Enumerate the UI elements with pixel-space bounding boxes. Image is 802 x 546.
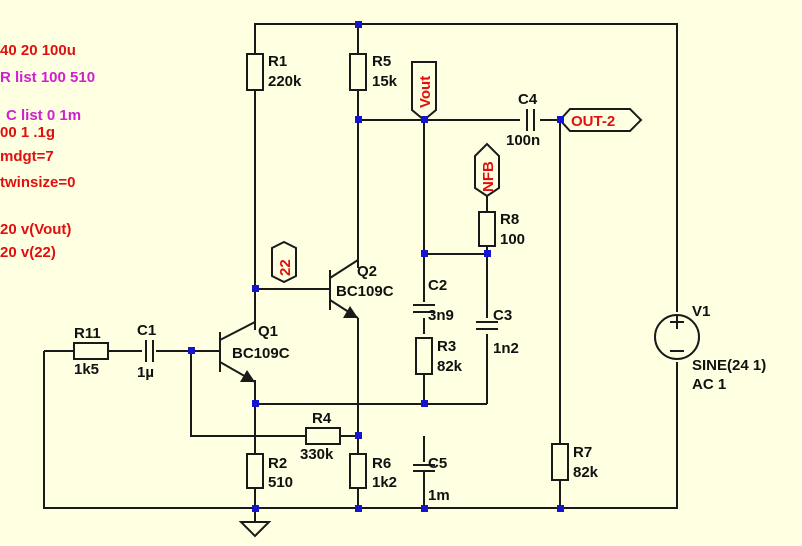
- r1-value: 220k: [268, 73, 302, 90]
- c2-name: C2: [428, 277, 447, 294]
- c4-name: C4: [518, 91, 538, 108]
- r7-name: R7: [573, 444, 592, 461]
- q2-name: Q2: [357, 263, 377, 280]
- c1-name: C1: [137, 322, 156, 339]
- r6-name: R6: [372, 455, 391, 472]
- resistor-r7[interactable]: R7 82k: [551, 443, 599, 481]
- q1-model: BC109C: [232, 345, 290, 362]
- resistor-r6[interactable]: R6 1k2: [349, 453, 397, 491]
- c5-value: 1m: [428, 487, 450, 504]
- directive-step-c[interactable]: C list 0 1m: [6, 107, 81, 124]
- v1-ac: AC 1: [692, 376, 726, 393]
- capacitor-c1[interactable]: C1 1µ: [137, 322, 156, 381]
- junction: [355, 432, 362, 439]
- r4-value: 330k: [300, 446, 334, 463]
- r8-name: R8: [500, 211, 519, 228]
- c3-value: 1n2: [493, 340, 519, 357]
- resistor-r2[interactable]: R2 510: [246, 453, 293, 491]
- r5-name: R5: [372, 53, 391, 70]
- vout-label-text: Vout: [417, 76, 434, 108]
- q1-name: Q1: [258, 323, 278, 340]
- ground-icon[interactable]: [238, 521, 272, 538]
- net-label-nfb[interactable]: NFB: [474, 142, 500, 198]
- transistor-q2[interactable]: Q2 BC109C: [329, 259, 394, 319]
- r5-value: 15k: [372, 73, 398, 90]
- directive-four-vout[interactable]: 20 v(Vout): [0, 221, 71, 238]
- resistor-r5[interactable]: R5 15k: [349, 53, 398, 91]
- out2-label-text: OUT-2: [571, 113, 615, 130]
- transistor-q1[interactable]: Q1 BC109C: [219, 321, 290, 383]
- directive-tran[interactable]: 40 20 100u: [0, 42, 76, 59]
- r8-value: 100: [500, 231, 525, 248]
- directive-step-r[interactable]: R list 100 510: [0, 69, 95, 86]
- v1-value: SINE(24 1): [692, 357, 766, 374]
- spice-directives: 40 20 100u R list 100 510 C list 0 1m 00…: [0, 42, 95, 261]
- r2-value: 510: [268, 474, 293, 491]
- net-label-vout[interactable]: Vout: [411, 61, 437, 122]
- resistor-r3[interactable]: R3 82k: [415, 337, 463, 375]
- capacitor-c2[interactable]: C2 3n9: [413, 277, 454, 324]
- junction: [421, 505, 428, 512]
- c2-value: 3n9: [428, 307, 454, 324]
- junction: [484, 250, 491, 257]
- r2-name: R2: [268, 455, 287, 472]
- q1-emitter-arrow-icon: [240, 370, 255, 382]
- junction: [188, 347, 195, 354]
- c1-value: 1µ: [137, 364, 154, 381]
- q2-model: BC109C: [336, 283, 394, 300]
- junction-nodes: [188, 21, 564, 512]
- r7-value: 82k: [573, 464, 599, 481]
- r3-value: 82k: [437, 358, 463, 375]
- wire-top-rail: [254, 23, 678, 312]
- r4-name: R4: [312, 410, 332, 427]
- directive-four-22[interactable]: 20 v(22): [0, 244, 56, 261]
- resistor-r4[interactable]: R4 330k: [300, 410, 341, 463]
- junction: [355, 505, 362, 512]
- junction: [421, 116, 428, 123]
- junction: [252, 505, 259, 512]
- r11-name: R11: [74, 325, 101, 342]
- junction: [252, 400, 259, 407]
- n22-label-text: 22: [277, 259, 294, 276]
- c5-name: C5: [428, 455, 447, 472]
- voltage-source-v1[interactable]: V1 SINE(24 1) AC 1: [654, 303, 766, 393]
- q2-emitter-arrow-icon: [343, 306, 358, 318]
- wire-r4-left: [190, 351, 306, 437]
- r1-name: R1: [268, 53, 287, 70]
- r3-name: R3: [437, 338, 456, 355]
- capacitor-c4[interactable]: C4 100n: [506, 91, 540, 149]
- v1-name: V1: [692, 303, 710, 320]
- nfb-label-text: NFB: [480, 161, 497, 192]
- capacitor-c5[interactable]: C5 1m: [413, 455, 450, 504]
- junction: [557, 116, 564, 123]
- resistor-r1[interactable]: R1 220k: [246, 53, 302, 91]
- resistor-r11[interactable]: R11 1k5: [73, 325, 109, 378]
- junction: [355, 21, 362, 28]
- resistor-r8[interactable]: R8 100: [478, 211, 525, 248]
- r6-value: 1k2: [372, 474, 397, 491]
- c4-value: 100n: [506, 132, 540, 149]
- junction: [421, 250, 428, 257]
- capacitor-c3[interactable]: C3 1n2: [476, 307, 519, 357]
- directive-ac[interactable]: 00 1 .1g: [0, 124, 55, 141]
- net-label-out2[interactable]: OUT-2: [558, 108, 643, 132]
- r11-value: 1k5: [74, 361, 99, 378]
- junction: [421, 400, 428, 407]
- junction: [252, 285, 259, 292]
- c3-name: C3: [493, 307, 512, 324]
- directive-numdgt[interactable]: mdgt=7: [0, 148, 54, 165]
- junction: [355, 116, 362, 123]
- directive-plotwinsize[interactable]: twinsize=0: [0, 174, 75, 191]
- junction: [557, 505, 564, 512]
- net-label-22[interactable]: 22: [271, 240, 297, 284]
